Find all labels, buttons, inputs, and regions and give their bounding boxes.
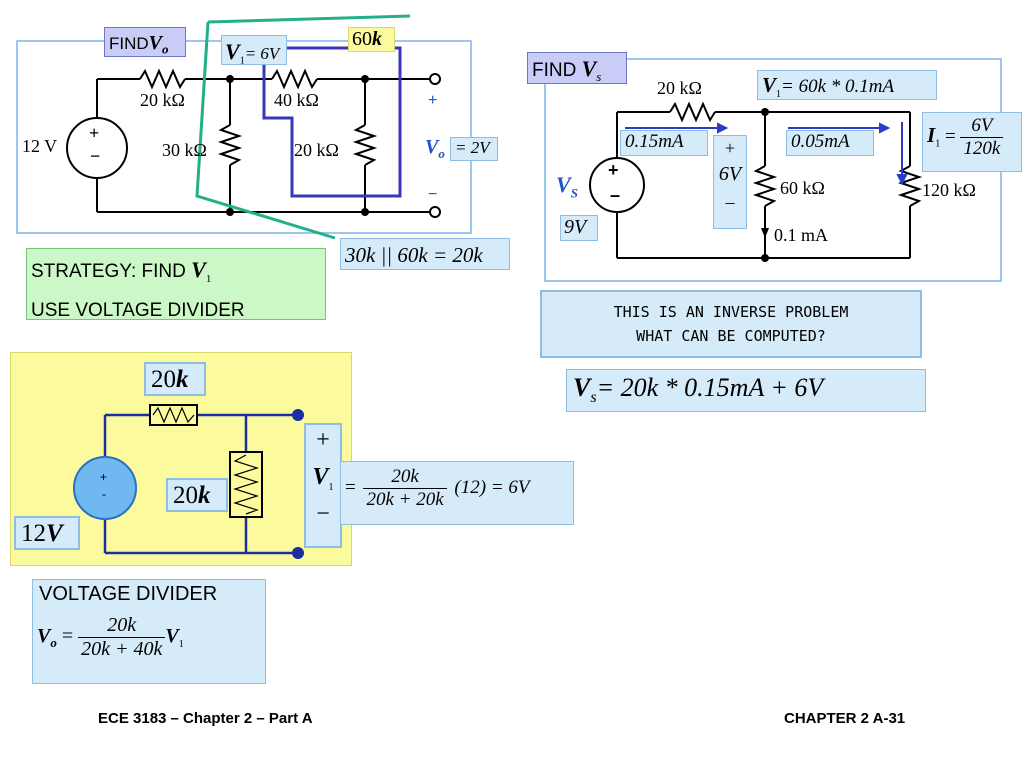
circuit1-r4-label: 20 kΩ: [294, 140, 339, 160]
strategy-box: STRATEGY: FIND V1 USE VOLTAGE DIVIDER: [26, 248, 326, 321]
circuit3-current-in: 0.15mA: [620, 130, 708, 156]
vs-equation: Vs= 20k * 0.15mA + 6V: [566, 369, 926, 412]
circuit3-vs-value: 9V: [560, 215, 598, 241]
strategy-line2: USE VOLTAGE DIVIDER: [31, 299, 245, 321]
circuit1-source-minus: −: [90, 146, 101, 166]
circuit2-v1-box: + V1 −: [304, 423, 342, 548]
circuit1-out-minus: −: [428, 186, 438, 203]
circuit3-source-minus: –: [610, 185, 621, 205]
circuit2-mid-resistor-label: 20k: [166, 478, 228, 512]
inverse-problem-box: THIS IS AN INVERSE PROBLEM WHAT CAN BE C…: [540, 290, 922, 358]
find-vs-label: FIND Vs: [527, 52, 627, 84]
circuit1-r1-label: 20 kΩ: [140, 90, 185, 110]
circuit1-source-plus: +: [89, 123, 100, 143]
circuit3-v-box: + 6V –: [713, 135, 747, 229]
circuit1-r3-label: 30 kΩ: [162, 140, 207, 160]
circuit2-source-label: 12V: [14, 516, 80, 550]
circuit2-source-minus: -: [102, 487, 106, 501]
circuit2-source-plus: +: [100, 470, 108, 484]
circuit3-current-label: 0.1 mA: [774, 225, 828, 245]
inverse-line2: WHAT CAN BE COMPUTED?: [636, 327, 826, 345]
cut-line: [207, 14, 411, 24]
circuit3-current-mid: 0.05mA: [786, 130, 874, 156]
circuit3-r1-label: 20 kΩ: [657, 78, 702, 98]
circuit1-v1-value: V1= 6V: [221, 35, 287, 66]
find-vo-label: FINDVo: [104, 27, 186, 57]
strategy-line1: STRATEGY: FIND V1: [31, 257, 212, 285]
circuit1-source-label: 12 V: [22, 136, 58, 156]
footer-left: ECE 3183 – Chapter 2 – Part A: [98, 710, 313, 727]
divider-title: VOLTAGE DIVIDER: [39, 583, 218, 605]
circuit3-v1-equation: V1= 60k * 0.1mA: [757, 70, 937, 100]
circuit3-r2-label: 60 kΩ: [780, 178, 825, 198]
circuit1-out-plus: +: [428, 92, 438, 109]
circuit1-r2-label: 40 kΩ: [274, 90, 319, 110]
parallel-equation: 30k || 60k = 20k: [340, 238, 510, 270]
footer-right: CHAPTER 2 A-31: [784, 710, 906, 727]
circuit1-vo-symbol: Vo: [425, 136, 445, 161]
circuit3-source-plus: +: [608, 160, 619, 180]
circuit1-60k-label: 60k: [348, 27, 395, 52]
circuit3-vs-symbol: VS: [556, 172, 578, 201]
circuit3-r3-label: 120 kΩ: [922, 180, 976, 200]
circuit1-vo-value: = 2V: [450, 137, 498, 161]
inverse-line1: THIS IS AN INVERSE PROBLEM: [613, 303, 849, 321]
circuit2-top-resistor-label: 20k: [144, 362, 206, 396]
